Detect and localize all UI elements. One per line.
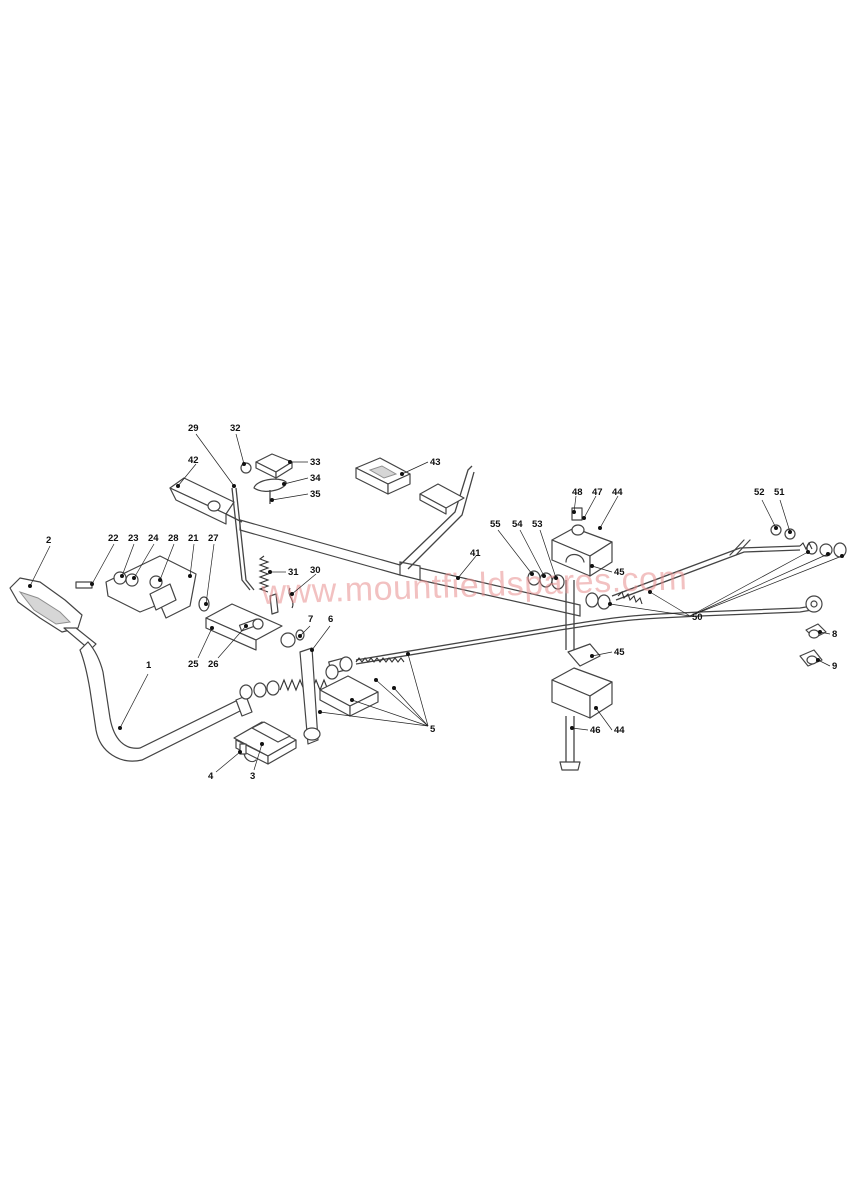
callout-8: 8 — [832, 629, 837, 640]
callout-41: 41 — [470, 548, 481, 559]
foot-pedal — [9, 577, 97, 651]
washer-set — [239, 680, 280, 700]
callout-22: 22 — [108, 533, 119, 544]
split-pin — [239, 743, 247, 755]
callout-51: 51 — [774, 487, 785, 498]
callout-52: 52 — [754, 487, 765, 498]
rod-end-eye — [799, 595, 827, 667]
lever-spring — [258, 555, 294, 609]
callout-32: 32 — [230, 423, 241, 434]
leader-lines — [28, 433, 844, 773]
pedal-bracket — [75, 555, 210, 619]
callout-55: 55 — [490, 519, 501, 530]
callout-33: 33 — [310, 457, 321, 468]
callout-46: 46 — [590, 725, 601, 736]
linkage-bracket — [299, 647, 379, 745]
washer-pair — [280, 629, 305, 648]
callout-43: 43 — [430, 457, 441, 468]
callout-30: 30 — [310, 565, 321, 576]
callout-2: 2 — [46, 535, 51, 546]
callout-24: 24 — [148, 533, 159, 544]
handle-grip — [355, 457, 411, 495]
callout-23: 23 — [128, 533, 139, 544]
pivot-block-upper — [551, 507, 613, 577]
callout-1: 1 — [146, 660, 152, 671]
pivot-block-lower — [551, 643, 613, 719]
callout-45-lower: 45 — [614, 647, 625, 658]
callout-47: 47 — [592, 487, 603, 498]
callout-7: 7 — [308, 614, 313, 625]
spacer-set — [527, 570, 611, 610]
pedal-lever — [79, 641, 253, 762]
callout-54: 54 — [512, 519, 523, 530]
vertical-rod — [231, 487, 255, 591]
main-control-rod — [355, 605, 813, 665]
pivot-bolt — [559, 580, 581, 771]
callout-45-upper: 45 — [614, 567, 625, 578]
callout-25: 25 — [188, 659, 199, 670]
lever-bracket — [169, 477, 243, 525]
callout-44-lower: 44 — [614, 725, 625, 736]
callout-3: 3 — [250, 771, 255, 782]
callout-6: 6 — [328, 614, 333, 625]
callout-44-upper: 44 — [612, 487, 623, 498]
callout-50: 50 — [692, 612, 703, 623]
knob-assembly — [240, 453, 293, 504]
callout-42: 42 — [188, 455, 199, 466]
clamp-bracket — [233, 721, 297, 765]
mounting-plate — [205, 593, 283, 651]
callout-9: 9 — [832, 661, 837, 672]
callout-21: 21 — [188, 533, 199, 544]
callout-31: 31 — [288, 567, 299, 578]
callout-29: 29 — [188, 423, 199, 434]
callout-35: 35 — [310, 489, 321, 500]
callout-48: 48 — [572, 487, 583, 498]
callout-27: 27 — [208, 533, 219, 544]
callout-5: 5 — [430, 724, 436, 735]
callout-53: 53 — [532, 519, 543, 530]
callout-4: 4 — [208, 771, 214, 782]
callout-28: 28 — [168, 533, 179, 544]
callout-labels: 1 2 3 4 5 6 7 8 9 21 22 23 24 25 26 27 2… — [46, 423, 837, 782]
cross-shaft — [239, 465, 581, 617]
callout-26: 26 — [208, 659, 219, 670]
callout-34: 34 — [310, 473, 321, 484]
